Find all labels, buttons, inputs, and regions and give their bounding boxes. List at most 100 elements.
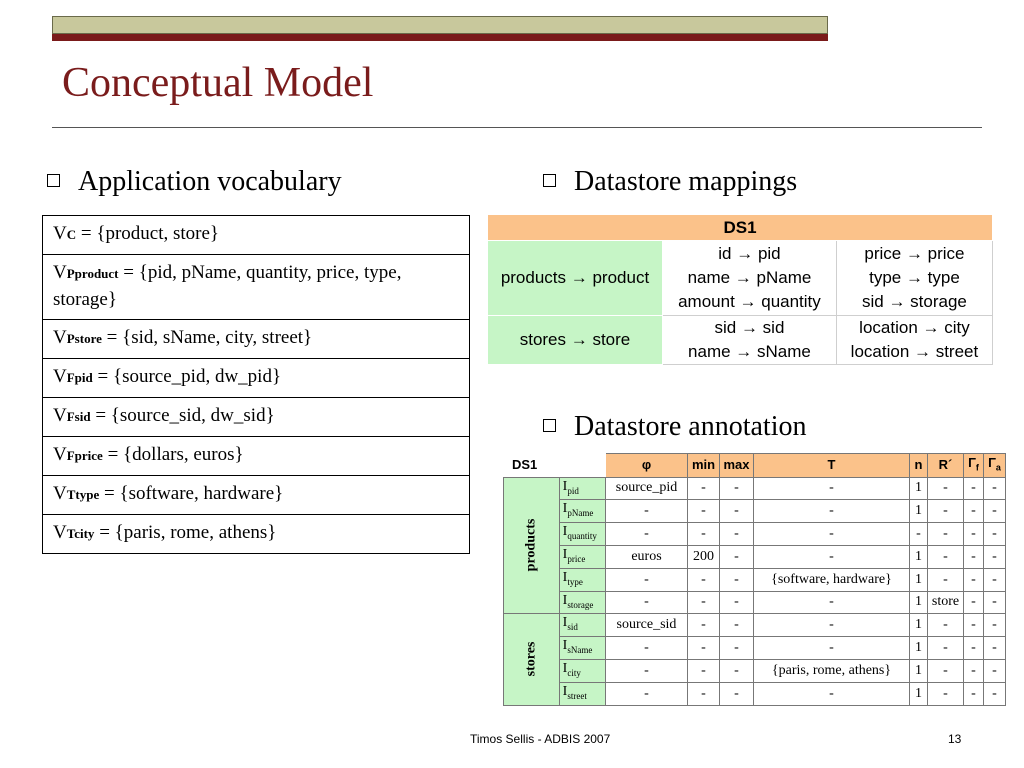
annotation-cell: euros [605, 544, 688, 569]
mapping-entity: products → product [487, 240, 663, 316]
mapping-attribute-line: name → pName [687, 268, 812, 287]
top-bar-maroon [52, 34, 828, 41]
annotation-cell: - [719, 476, 754, 501]
vocab-subscript: Fsid [66, 409, 91, 424]
vocabulary-row: VPproduct = {pid, pName, quantity, price… [42, 254, 470, 320]
annotation-cell: - [605, 567, 688, 592]
annotation-cell: - [605, 522, 688, 546]
annotation-cell: - [687, 636, 720, 660]
annotation-cell: - [963, 522, 984, 546]
col-header-n: n [909, 453, 928, 478]
annotation-cell: - [687, 681, 720, 706]
annotation-row: IsName----1--- [504, 636, 1006, 660]
annotation-cell: - [605, 658, 688, 683]
annotation-cell: - [983, 476, 1006, 501]
annotation-item-name: Ipid [558, 476, 607, 501]
annotation-cell: - [687, 567, 720, 592]
hollow-square-bullet-icon [47, 174, 60, 187]
hollow-square-bullet-icon [543, 174, 556, 187]
mapping-attribute-line: location → city [859, 318, 970, 337]
bullet-vocabulary: Application vocabulary [47, 168, 342, 196]
annotation-item-name: Itype [558, 567, 607, 592]
annotation-cell: - [753, 544, 910, 569]
annotation-cell: - [963, 567, 984, 592]
vocab-values: = {software, hardware} [99, 483, 284, 504]
col-header-gamma-f: Γf [963, 453, 984, 478]
annotation-cell: - [927, 567, 964, 592]
annotation-cell: 1 [909, 567, 928, 592]
mapping-attribute-line: sid → storage [862, 292, 967, 311]
mapping-row: products → product id → pid name → pName am… [487, 240, 994, 316]
mapping-attribute-line: id → pid [718, 244, 781, 263]
annotation-cell: - [927, 636, 964, 660]
annotation-cell: - [909, 522, 928, 546]
mapping-attributes: id → pid name → pName amount → quantity [662, 240, 837, 316]
annotation-cell: - [927, 476, 964, 501]
vocabulary-cell: VFprice = {dollars, euros} [42, 436, 470, 476]
annotation-item-name: Iquantity [558, 522, 607, 546]
annotation-item-name: Istorage [558, 590, 607, 615]
col-header-max: max [719, 453, 754, 478]
annotation-cell: - [963, 544, 984, 569]
annotation-cell: - [719, 613, 754, 638]
annotation-cell: - [719, 567, 754, 592]
annotation-cell: - [719, 658, 754, 683]
vocab-values: = {pid, pName, quantity, price, type, st… [53, 262, 402, 310]
vocabulary-row: VTcity = {paris, rome, athens} [42, 514, 470, 554]
vocab-symbol: V [53, 405, 67, 426]
annotation-cell: - [983, 522, 1006, 546]
mapping-attribute-line: amount → quantity [678, 292, 821, 311]
annotation-item-name: Istreet [558, 681, 607, 706]
annotation-cell: - [963, 613, 984, 638]
annotation-cell: 1 [909, 636, 928, 660]
vocabulary-row: VTtype = {software, hardware} [42, 475, 470, 515]
vocabulary-row: VPstore = {sid, sName, city, street} [42, 319, 470, 359]
annotation-cell: - [687, 590, 720, 615]
annotation-item-name: Icity [558, 658, 607, 683]
annotation-cell: source_sid [605, 613, 688, 638]
annotation-cell: - [983, 567, 1006, 592]
annotation-cell: 1 [909, 658, 928, 683]
annotation-cell: - [719, 522, 754, 546]
vocabulary-cell: VPstore = {sid, sName, city, street} [42, 319, 470, 359]
annotation-group-name: stores [523, 642, 539, 677]
vocab-symbol: V [53, 327, 67, 348]
annotation-cell: - [927, 681, 964, 706]
title-divider [52, 127, 982, 128]
vocab-subscript: Fprice [66, 448, 103, 463]
annotation-cell: - [963, 658, 984, 683]
annotation-cell: - [963, 636, 984, 660]
annotation-cell: - [605, 499, 688, 524]
col-header-r: R´ [927, 453, 964, 478]
annotation-cell: store [927, 590, 964, 615]
vocab-values: = {source_sid, dw_sid} [90, 405, 275, 426]
annotation-cell: - [605, 636, 688, 660]
bullet-mappings: Datastore mappings [543, 168, 797, 196]
annotation-cell: - [719, 499, 754, 524]
annotation-group-label: products [503, 476, 560, 615]
vocabulary-row: VFsid = {source_sid, dw_sid} [42, 397, 470, 437]
annotation-cell: 1 [909, 590, 928, 615]
vocab-values: = {dollars, euros} [102, 444, 244, 465]
vocab-symbol: V [53, 223, 67, 244]
annotation-cell: - [753, 681, 910, 706]
annotation-cell: - [605, 681, 688, 706]
annotation-cell: - [983, 636, 1006, 660]
annotation-row: Itype---{software, hardware}1--- [504, 567, 1006, 592]
annotation-item-name: IpName [558, 499, 607, 524]
annotation-cell: 1 [909, 681, 928, 706]
slide-title: Conceptual Model [62, 60, 374, 106]
vocabulary-cell: VFsid = {source_sid, dw_sid} [42, 397, 470, 437]
vocab-subscript: Fpid [66, 370, 93, 385]
annotation-cell: - [983, 544, 1006, 569]
annotation-cell: - [719, 544, 754, 569]
annotation-item-name: Iprice [558, 544, 607, 569]
vocabulary-table: VC = {product, store}VPproduct = {pid, p… [42, 215, 470, 554]
annotation-cell: - [687, 613, 720, 638]
